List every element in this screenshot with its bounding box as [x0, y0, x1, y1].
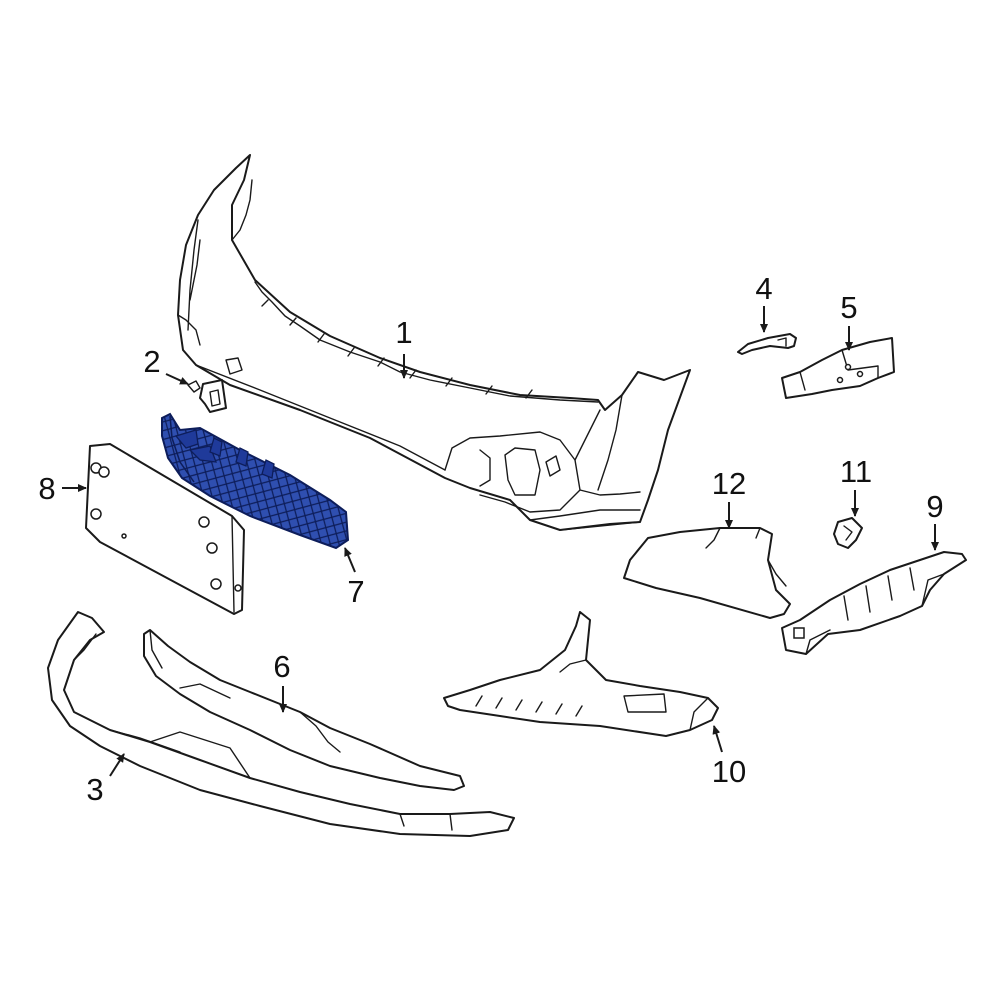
- callout-2: 2: [143, 344, 160, 379]
- lower-spoiler[interactable]: [47, 611, 515, 837]
- callout-9: 9: [926, 489, 943, 524]
- bumper-cover[interactable]: [177, 154, 691, 531]
- license-plate-bracket[interactable]: [85, 443, 245, 615]
- leader-3: [109, 753, 125, 777]
- leader-10: [712, 725, 723, 753]
- callout-1: 1: [395, 315, 412, 350]
- leader-7: [344, 547, 356, 573]
- bumper-clip[interactable]: [187, 379, 227, 413]
- air-deflector[interactable]: [443, 611, 719, 737]
- fog-lamp-cover[interactable]: [623, 527, 791, 619]
- lower-trim[interactable]: [143, 629, 465, 791]
- leader-2: [165, 373, 189, 385]
- lower-grille[interactable]: [161, 412, 350, 550]
- leader-lines: [62, 306, 939, 777]
- callout-8: 8: [38, 471, 55, 506]
- callout-4: 4: [755, 271, 772, 306]
- upper-bracket[interactable]: [737, 333, 797, 355]
- side-bracket[interactable]: [781, 337, 895, 399]
- callout-12: 12: [712, 466, 746, 501]
- callout-labels: 1 2 3 4 5 6 7 8 9 10 11 12: [38, 271, 943, 807]
- callout-10: 10: [712, 754, 746, 789]
- small-bracket[interactable]: [833, 517, 863, 549]
- callout-3: 3: [86, 772, 103, 807]
- side-support[interactable]: [781, 551, 967, 655]
- callout-5: 5: [840, 290, 857, 325]
- callout-7: 7: [347, 574, 364, 609]
- callout-11: 11: [840, 454, 872, 489]
- callout-6: 6: [273, 649, 290, 684]
